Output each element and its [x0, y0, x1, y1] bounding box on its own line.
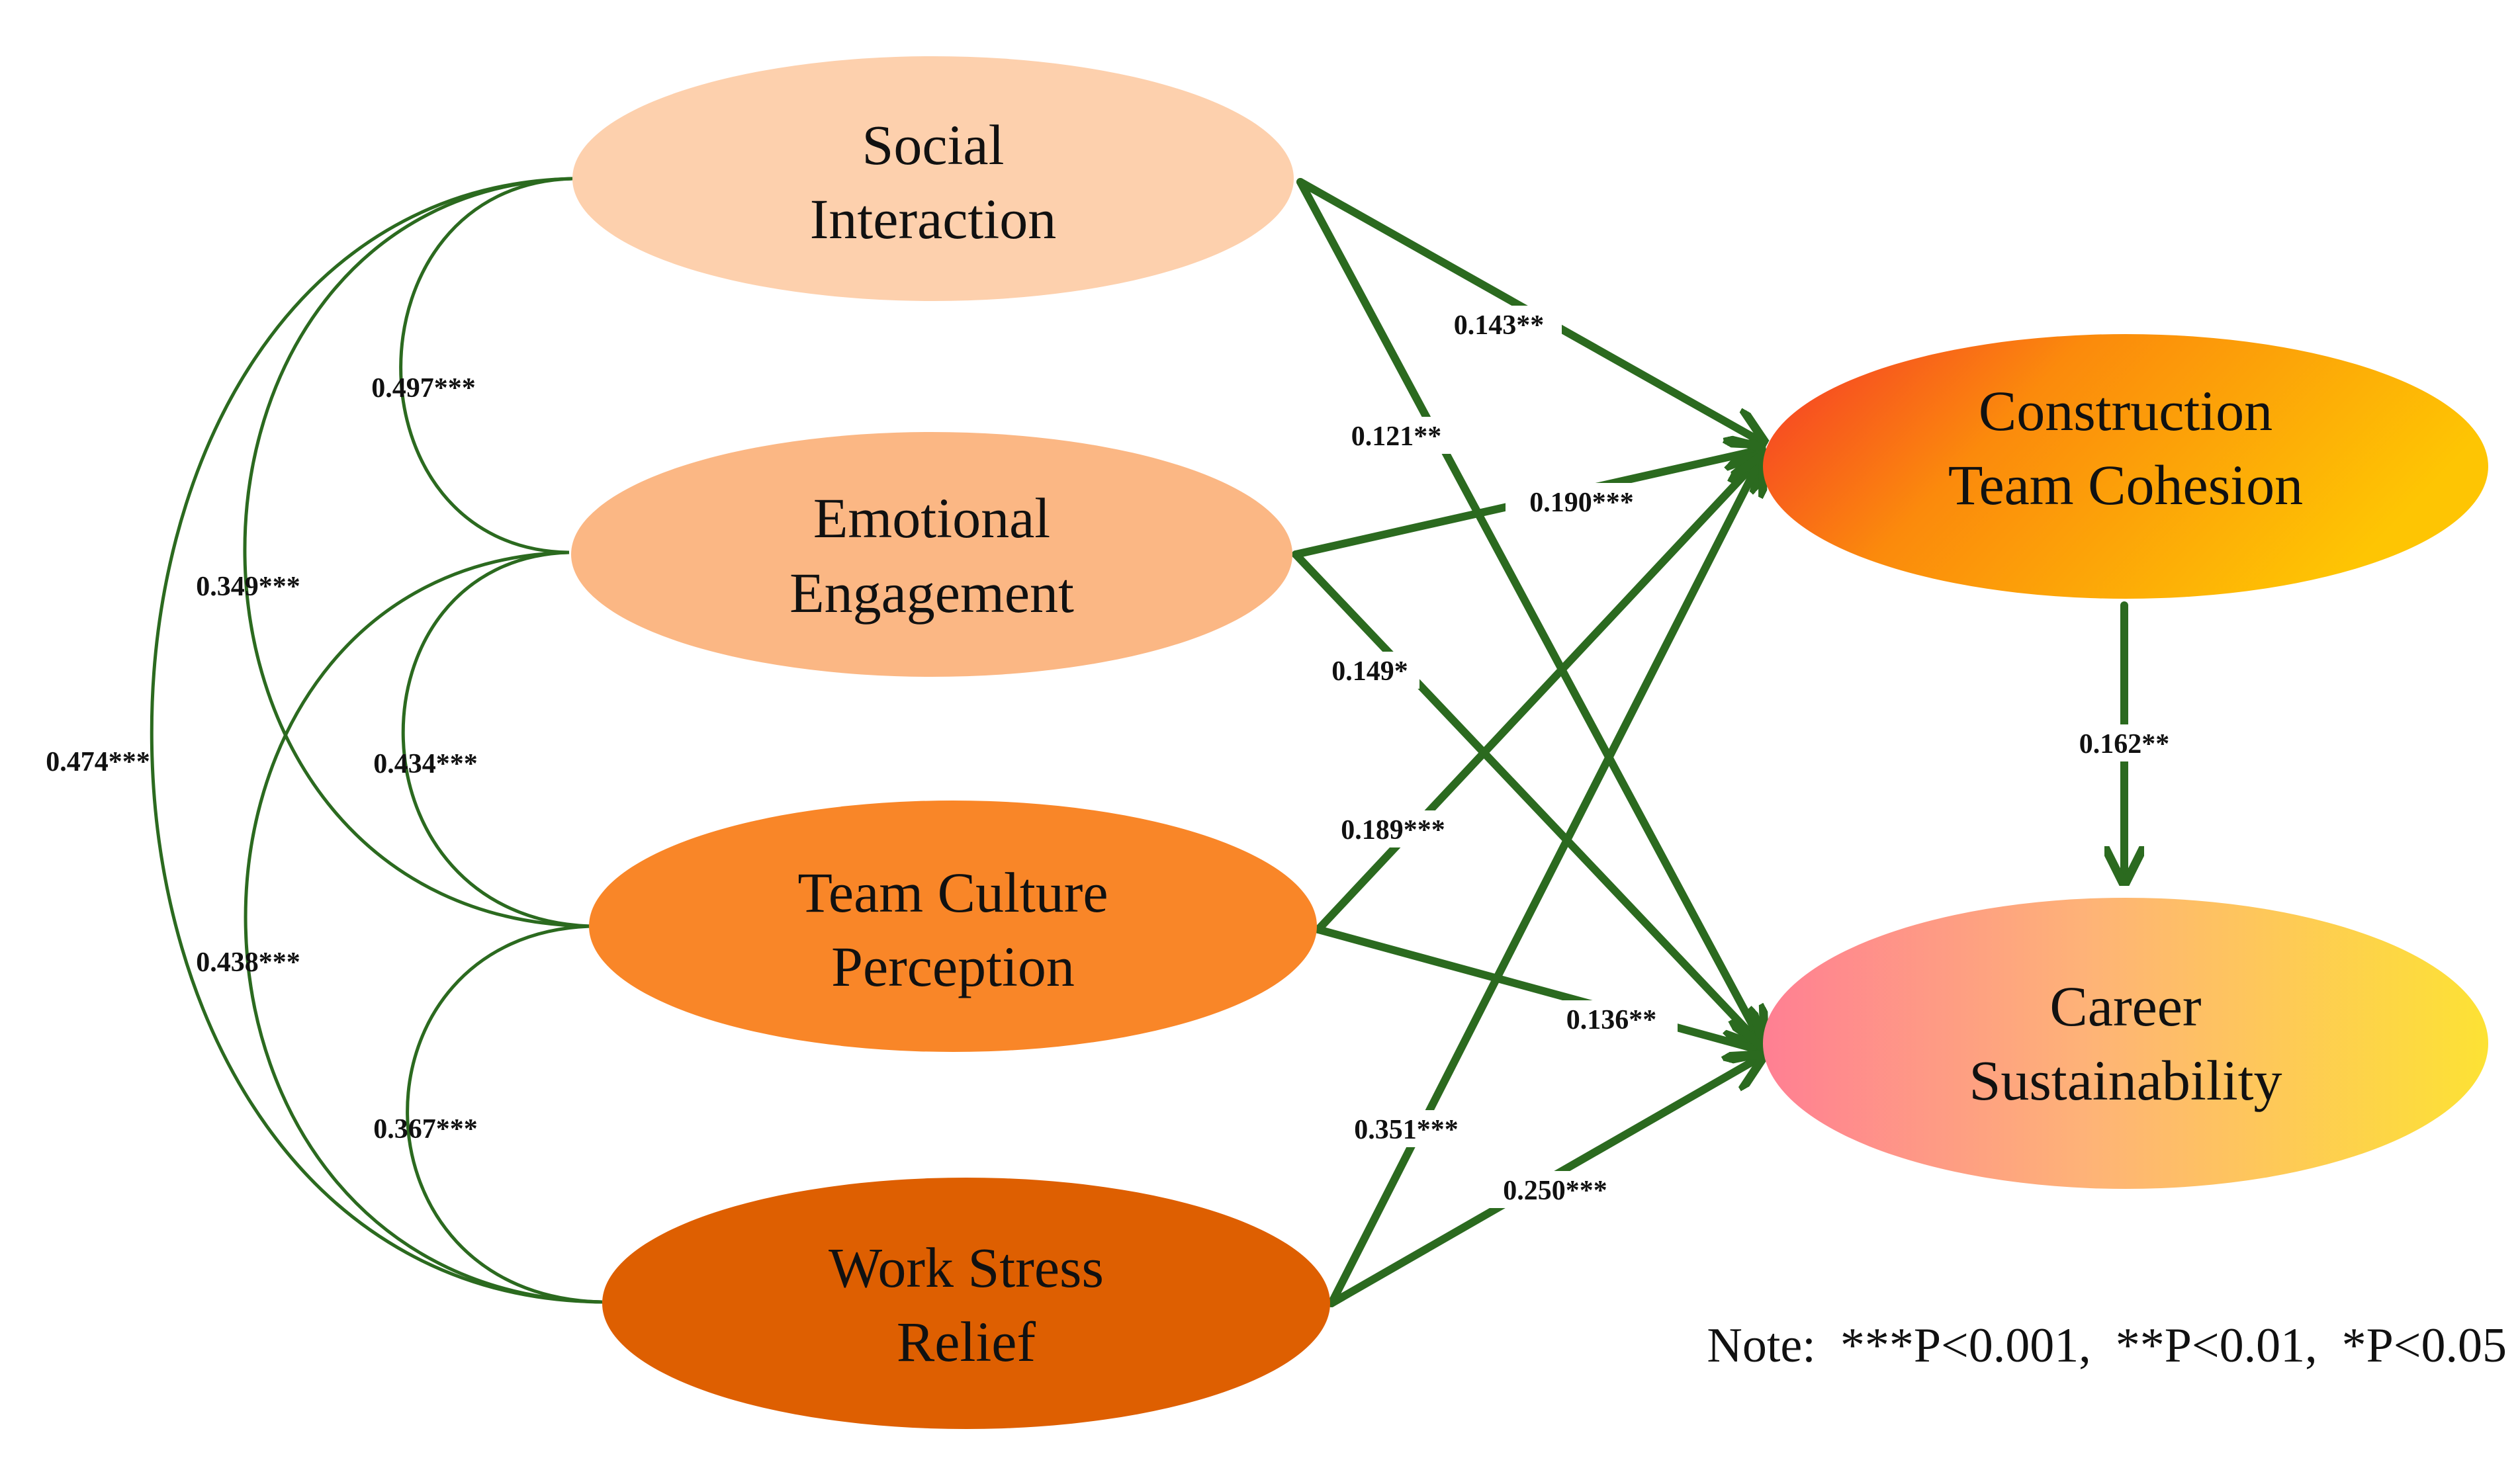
curve-si-ee — [399, 177, 573, 554]
corr-si-tcp-label: 0.349*** — [196, 572, 300, 602]
node-construction-team-cohesion-shape — [1763, 334, 2488, 599]
node-construction-team-cohesion-line1: Construction — [1979, 379, 2272, 443]
path-si-cs — [1296, 178, 1762, 1042]
curve-si-tcp — [243, 177, 593, 928]
path-si-ctc-label: 0.143** — [1454, 310, 1545, 341]
node-emotional-engagement: Emotional Engagement — [571, 432, 1292, 677]
corr-ee-wsr-label: 0.438*** — [196, 947, 300, 978]
path-tcp-ctc — [1314, 456, 1762, 933]
curve-tcp-wsr — [406, 924, 603, 1304]
path-si-cs-label: 0.121** — [1351, 421, 1442, 452]
path-wsr-ctc — [1328, 460, 1760, 1307]
path-wsr-ctc-label: 0.351*** — [1354, 1115, 1459, 1145]
node-career-sustainability: Career Sustainability — [1763, 898, 2488, 1189]
node-social-interaction-line2: Interaction — [810, 187, 1056, 251]
node-team-culture-perception-line1: Team Culture — [797, 861, 1108, 924]
path-wsr-cs-label: 0.250*** — [1503, 1176, 1607, 1206]
curve-si-wsr — [150, 177, 603, 1304]
correlation-curves — [150, 177, 603, 1304]
node-team-culture-perception: Team Culture Perception — [589, 801, 1317, 1052]
corr-tcp-wsr-label: 0.367*** — [373, 1114, 478, 1145]
node-emotional-engagement-shape — [571, 432, 1292, 677]
correlation-labels: 0.497*** 0.349*** 0.474*** 0.434*** 0.43… — [46, 373, 478, 1145]
node-career-sustainability-line2: Sustainability — [1969, 1049, 2282, 1112]
path-ee-cs — [1292, 550, 1760, 1044]
path-tcp-ctc-label: 0.189*** — [1341, 815, 1445, 846]
node-emotional-engagement-line1: Emotional — [813, 486, 1050, 550]
path-ee-cs-label: 0.149* — [1331, 656, 1408, 687]
node-social-interaction-shape — [572, 56, 1294, 301]
node-work-stress-relief-line1: Work Stress — [829, 1236, 1104, 1299]
corr-si-ee-label: 0.497*** — [371, 373, 476, 404]
corr-si-wsr-label: 0.474*** — [46, 747, 150, 777]
node-work-stress-relief-shape — [602, 1178, 1330, 1429]
node-team-culture-perception-shape — [589, 801, 1317, 1052]
node-career-sustainability-shape — [1763, 898, 2488, 1189]
node-team-culture-perception-line2: Perception — [831, 935, 1075, 998]
path-tcp-cs-label: 0.136** — [1566, 1005, 1657, 1035]
node-work-stress-relief: Work Stress Relief — [602, 1178, 1330, 1429]
node-construction-team-cohesion: Construction Team Cohesion — [1763, 334, 2488, 599]
curve-ee-wsr — [244, 550, 603, 1304]
path-labels: 0.143** 0.121** 0.190*** 0.149* 0.189***… — [1317, 306, 2184, 1208]
path-ee-ctc-label: 0.190*** — [1529, 488, 1634, 518]
node-construction-team-cohesion-line2: Team Cohesion — [1948, 453, 2303, 517]
node-social-interaction-line1: Social — [862, 113, 1005, 177]
corr-ee-tcp-label: 0.434*** — [373, 749, 478, 779]
path-tcp-cs — [1314, 926, 1762, 1051]
curve-ee-tcp — [401, 550, 593, 928]
path-ctc-cs-label: 0.162** — [2079, 729, 2170, 760]
significance-note: Note: ***P<0.001, **P<0.01, *P<0.05 — [1707, 1319, 2507, 1373]
node-career-sustainability-line1: Career — [2049, 975, 2201, 1038]
node-emotional-engagement-line2: Engagement — [789, 561, 1074, 625]
node-social-interaction: Social Interaction — [572, 56, 1294, 301]
node-work-stress-relief-line2: Relief — [897, 1310, 1036, 1373]
